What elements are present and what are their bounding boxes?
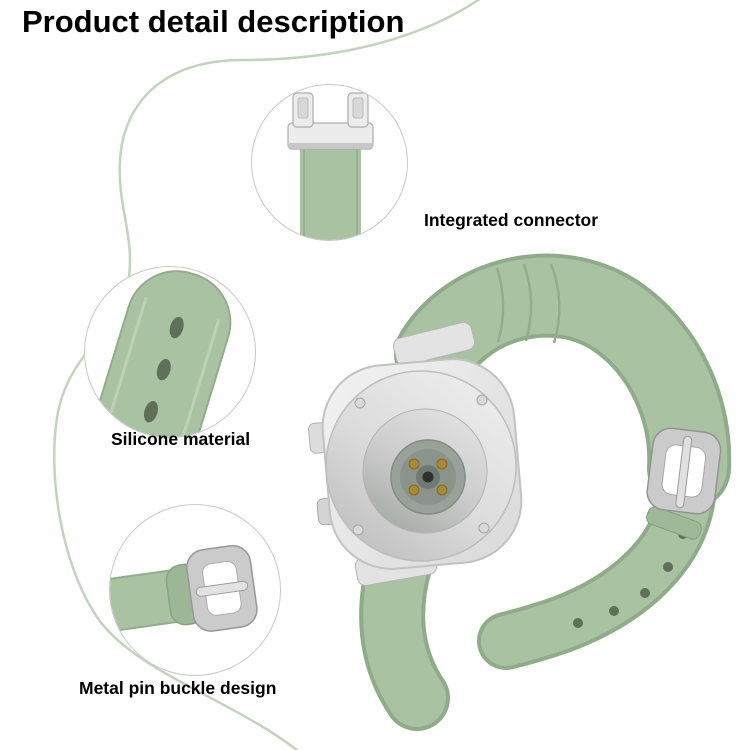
page-title: Product detail description	[22, 4, 405, 39]
watch-sensor	[390, 439, 466, 515]
sensor-gold-contact	[408, 484, 420, 496]
watch-band-tail	[477, 468, 716, 670]
watch-screws	[352, 394, 490, 536]
sensor-gold-contact	[408, 458, 420, 470]
sensor-gold-contact	[436, 458, 448, 470]
sensor-gold-contact	[436, 484, 448, 496]
watch-top-lug	[392, 321, 476, 367]
connector-illustration	[287, 92, 374, 240]
buckle-illustration	[110, 544, 258, 635]
callout-label-buckle: Metal pin buckle design	[79, 678, 277, 698]
watch-buckle	[646, 427, 722, 515]
watch-band-upper-strap	[394, 253, 732, 510]
silicone-illustration	[87, 270, 232, 437]
callout-label-silicone: Silicone material	[111, 429, 251, 449]
strap-keeper-loop	[646, 506, 702, 540]
callout-buckle-circle	[109, 504, 281, 676]
callout-label-connector: Integrated connector	[424, 210, 599, 230]
callout-connector-circle	[251, 84, 408, 241]
callout-silicone-circle	[84, 266, 256, 438]
watch-band-bottom-strap	[359, 529, 450, 731]
